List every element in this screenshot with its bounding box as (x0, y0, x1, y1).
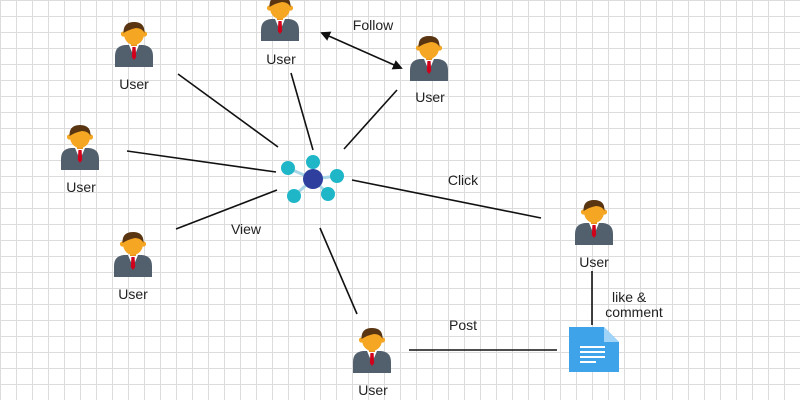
edge-hub-user-bottom (319, 227, 358, 315)
user-icon (61, 125, 99, 170)
edge-label-post: Post (448, 317, 478, 333)
edge-hub-user-top (290, 72, 314, 151)
user-icon (575, 200, 613, 245)
edge-follow-arrow (320, 31, 403, 70)
user-bottom-left-label: User (118, 286, 148, 302)
edge-label-click: Click (447, 172, 479, 188)
user-icon (261, 0, 299, 42)
user-icon (353, 328, 391, 373)
user-top-right-label: User (415, 89, 445, 105)
edge-label-like-line2: comment (605, 304, 663, 320)
user-top-left-label: User (119, 76, 149, 92)
user-top-label: User (266, 51, 296, 67)
edge-label-view: View (230, 221, 262, 237)
user-left-label: User (66, 179, 96, 195)
edge-hub-user-top-left (177, 73, 279, 148)
user-icon (114, 232, 152, 277)
user-right-label: User (579, 254, 609, 270)
user-icon (115, 22, 153, 67)
user-icon (410, 36, 448, 81)
document-icon (569, 327, 619, 372)
edge-hub-user-bottom-left (175, 189, 278, 230)
edge-hub-user-left (126, 150, 277, 173)
network-hub-icon (281, 155, 344, 203)
user-bottom-label: User (358, 382, 388, 398)
edge-label-like-line1: like & (612, 289, 647, 305)
edge-label-follow: Follow (352, 17, 394, 33)
edge-hub-user-right (351, 179, 542, 219)
edge-hub-user-top-right (343, 89, 398, 150)
